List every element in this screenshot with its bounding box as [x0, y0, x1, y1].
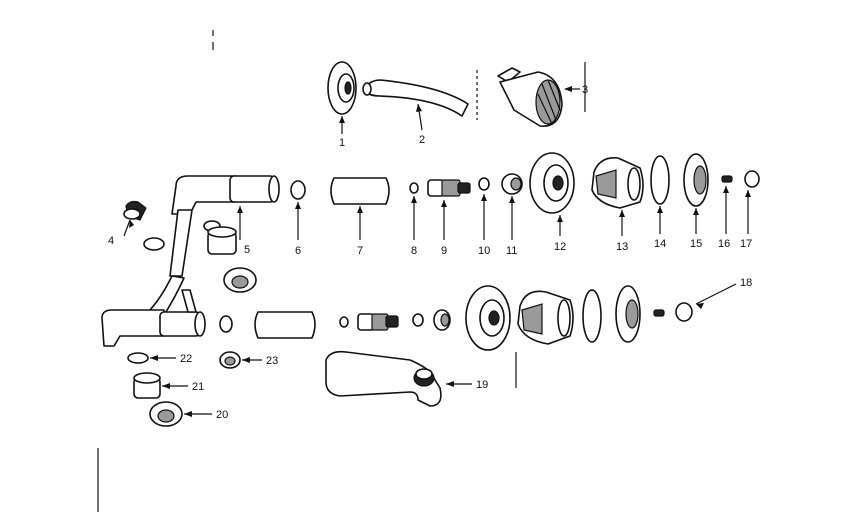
callout-5: 5 — [244, 244, 250, 256]
part-2-shower-arm — [362, 79, 469, 117]
part-lower-o-ring — [219, 315, 233, 333]
part-8-washer — [409, 182, 419, 194]
part-lower-disc — [582, 289, 602, 343]
scan-marks — [97, 30, 586, 512]
callout-12: 12 — [554, 241, 566, 253]
part-5-nut — [203, 220, 257, 293]
part-16-screw — [721, 175, 733, 183]
callout-13: 13 — [616, 241, 628, 253]
part-14-disc — [650, 155, 670, 205]
callout-15: 15 — [690, 238, 702, 250]
part-lower-escutcheon — [465, 285, 511, 351]
part-17-button — [744, 170, 760, 188]
part-4-cap — [123, 200, 147, 221]
part-lower-bonnet — [433, 309, 451, 331]
part-20-nut — [149, 401, 183, 427]
callout-17: 17 — [740, 238, 752, 250]
callout-7: 7 — [357, 245, 363, 257]
callout-23: 23 — [266, 355, 278, 367]
part-15-handle-cover — [683, 153, 709, 207]
part-lower-screw — [653, 309, 665, 317]
callout-22: 22 — [180, 353, 192, 365]
callout-2: 2 — [419, 134, 425, 146]
callout-20: 20 — [216, 409, 228, 421]
part-9-stem — [427, 179, 471, 197]
part-lower-washer-2 — [412, 313, 424, 327]
part-lower-washer — [339, 316, 349, 328]
callout-4: 4 — [108, 235, 114, 247]
part-1-flange — [327, 61, 357, 115]
callout-16: 16 — [718, 238, 730, 250]
part-7-sleeve — [330, 177, 390, 205]
callout-18: 18 — [740, 277, 752, 289]
part-lower-handle — [517, 290, 574, 345]
part-22-o-ring — [127, 352, 149, 364]
callout-6: 6 — [295, 245, 301, 257]
callout-1: 1 — [339, 137, 345, 149]
callout-11: 11 — [506, 245, 517, 257]
callout-9: 9 — [441, 245, 447, 257]
callout-8: 8 — [411, 245, 417, 257]
part-23-nut — [219, 351, 241, 369]
part-19-tub-spout — [325, 350, 442, 407]
part-13-handle — [591, 156, 644, 209]
callout-19: 19 — [476, 379, 488, 391]
arrow-heads — [129, 86, 751, 417]
part-valve-body — [101, 175, 280, 347]
callout-labels: 1 2 3 4 5 6 7 8 9 10 11 12 13 14 15 16 1… — [108, 84, 752, 421]
part-lower-handle-cover — [615, 285, 641, 343]
part-6-o-ring — [290, 180, 306, 200]
part-10-washer — [478, 177, 490, 191]
callout-14: 14 — [654, 238, 666, 250]
part-12-escutcheon — [529, 152, 575, 214]
part-21-nut — [133, 372, 161, 399]
part-lower-stem — [357, 313, 399, 331]
callout-21: 21 — [192, 381, 204, 393]
part-18-button — [675, 302, 693, 322]
part-lower-sleeve — [254, 311, 316, 339]
part-11-bonnet — [501, 173, 523, 195]
callout-10: 10 — [478, 245, 490, 257]
part-3-shower-head — [476, 67, 563, 127]
callout-3: 3 — [582, 84, 588, 96]
